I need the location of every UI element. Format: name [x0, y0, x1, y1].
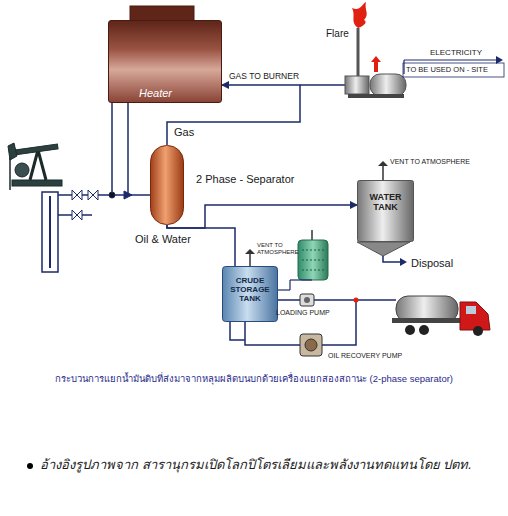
flare-stack	[357, 28, 360, 76]
reference-note: อ้างอิงรูปภาพจาก สารานุกรมเปิดโลกปิโตรเล…	[40, 456, 480, 474]
crude-storage-tank: CRUDE STORAGE TANK	[222, 266, 278, 322]
edge-label: Oil & Water	[134, 233, 192, 245]
flowline	[58, 103, 150, 215]
power-line	[403, 60, 404, 74]
separator-vessel: 2 Phase - Separator	[150, 145, 184, 225]
label-box	[403, 63, 504, 77]
water-tank: WATER TANK	[357, 180, 414, 242]
pump-jack	[8, 143, 62, 190]
tanker-truck	[392, 296, 490, 336]
wellbore	[42, 192, 58, 272]
part-label: ELECTRICITY	[430, 49, 482, 58]
loading-pump	[300, 294, 314, 306]
figure-caption: กระบวนการแยกน้ำมันดิบที่ส่งมาจากหลุมผลิต…	[20, 374, 488, 384]
disposal-line	[383, 256, 402, 262]
part-label: VENT TO ATMOSPHERE	[390, 158, 470, 166]
valve-symbol	[72, 190, 132, 220]
part-label: Flare	[326, 28, 349, 39]
edge-label: GAS TO BURNER	[228, 72, 300, 81]
part-label: Gas	[174, 126, 194, 138]
arrow-head	[400, 258, 407, 266]
heater-stack	[130, 6, 194, 21]
heater-box: Heater	[108, 20, 222, 103]
vent-pipe	[249, 254, 251, 266]
sep-outline	[150, 145, 184, 225]
part-label: LOADING PUMP	[276, 309, 330, 317]
part-label: VENT TO ATMOSPHERE	[257, 242, 293, 255]
gas-line	[300, 84, 345, 86]
node-label: WATER TANK	[357, 180, 414, 213]
vent-cap	[245, 249, 255, 254]
part-label: Disposal	[411, 257, 453, 269]
node-label: CRUDE STORAGE TANK	[222, 266, 278, 304]
part-label: TO BE USED ON - SITE	[406, 66, 488, 74]
pipe-connector	[167, 205, 357, 228]
small-vessel	[274, 230, 328, 290]
junction-dot	[354, 298, 359, 303]
flare-flame	[352, 2, 367, 28]
node-label: 2 Phase - Separator	[196, 173, 294, 185]
power-line	[404, 59, 496, 60]
bullet	[27, 463, 33, 469]
pipe-connector	[167, 225, 235, 266]
vent-cap	[378, 161, 388, 166]
oil-recovery-pump	[300, 334, 322, 356]
tank-cone	[357, 242, 410, 256]
part-label: OIL RECOVERY PUMP	[328, 352, 402, 360]
vent-pipe	[382, 166, 384, 180]
node-label: Heater	[139, 87, 172, 99]
power-arrow	[371, 56, 381, 72]
generator	[345, 74, 406, 98]
